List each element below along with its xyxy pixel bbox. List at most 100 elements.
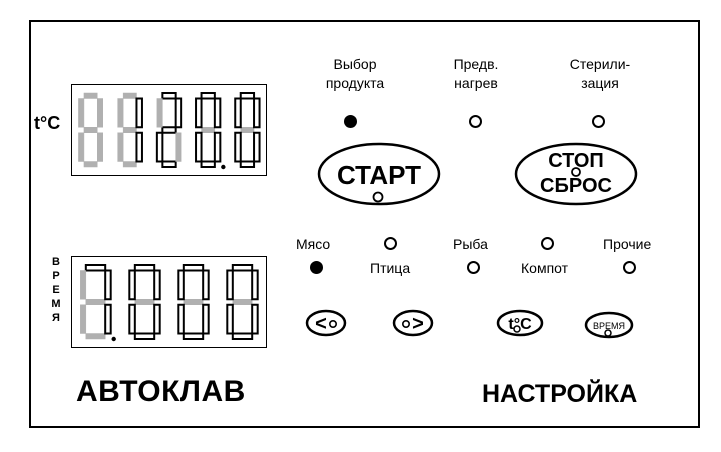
segment-a bbox=[133, 264, 156, 272]
segment-f bbox=[78, 98, 85, 128]
segment-d bbox=[239, 160, 256, 168]
product-fish-led bbox=[467, 261, 480, 274]
right-arrow-button[interactable]: > bbox=[391, 308, 435, 338]
segment-d bbox=[133, 332, 156, 340]
product-select-led bbox=[344, 115, 357, 128]
settings-title: НАСТРОЙКА bbox=[482, 380, 638, 408]
segment-e bbox=[177, 303, 185, 335]
product-fish-label: Рыба bbox=[453, 236, 488, 252]
sterilization-led bbox=[592, 115, 605, 128]
segment-d bbox=[182, 332, 205, 340]
segment-g bbox=[83, 127, 98, 133]
left-arrow-led bbox=[328, 320, 337, 329]
product-compote-label: Компот bbox=[521, 260, 569, 276]
product-meat-label: Мясо bbox=[296, 236, 331, 252]
temperature-set-led bbox=[513, 325, 521, 333]
segment-b bbox=[202, 269, 210, 301]
product-compote-led bbox=[541, 237, 554, 250]
segment-f bbox=[234, 97, 242, 129]
segment-a bbox=[161, 92, 177, 100]
time-vertical-label: В Р Е М Я bbox=[50, 255, 62, 325]
time-set-led bbox=[604, 329, 612, 337]
time-label-letter-1: В bbox=[52, 256, 60, 268]
segment-c bbox=[202, 303, 210, 335]
segment-c bbox=[104, 303, 112, 335]
autoclave-title: АВТОКЛАВ bbox=[76, 375, 246, 408]
segment-b bbox=[213, 97, 222, 129]
segment-e bbox=[234, 131, 242, 163]
time-set-button[interactable]: ВРЕМЯ bbox=[583, 310, 635, 340]
segment-b bbox=[97, 98, 104, 128]
segment-b bbox=[104, 269, 112, 301]
segment-c bbox=[251, 303, 259, 335]
segment-e bbox=[195, 131, 203, 163]
segment-b bbox=[135, 97, 143, 129]
segment-c bbox=[253, 131, 261, 163]
right-arrow-icon: > bbox=[412, 313, 424, 335]
left-arrow-button[interactable]: < bbox=[304, 308, 348, 338]
start-button[interactable]: СТАРТ bbox=[316, 140, 442, 210]
segment-a bbox=[83, 92, 98, 99]
time-set-label: ВРЕМЯ bbox=[593, 321, 625, 331]
segment-a bbox=[200, 92, 216, 100]
stop-reset-button[interactable]: СТОП СБРОС bbox=[512, 140, 642, 210]
product-meat-led bbox=[310, 261, 323, 274]
left-arrow-icon: < bbox=[315, 313, 327, 335]
stop-indicator-led bbox=[571, 167, 581, 177]
segment-g bbox=[122, 127, 137, 133]
segment-b bbox=[153, 269, 161, 301]
segment-f bbox=[195, 97, 203, 129]
preheat-led bbox=[469, 115, 482, 128]
segment-g bbox=[85, 299, 106, 305]
segment-e bbox=[226, 303, 234, 335]
segment-f bbox=[128, 269, 136, 301]
right-arrow-led bbox=[402, 320, 411, 329]
temperature-unit-label: t°C bbox=[34, 113, 61, 133]
segment-e bbox=[117, 132, 124, 162]
time-label-letter-2: Р bbox=[52, 270, 60, 282]
segment-e bbox=[128, 303, 136, 335]
segment-c bbox=[213, 131, 222, 163]
sterilization-label: Стерили- зация bbox=[569, 56, 631, 91]
segment-a bbox=[239, 92, 256, 100]
segment-d bbox=[231, 332, 254, 340]
segment-d bbox=[200, 160, 216, 168]
segment-g bbox=[240, 127, 255, 133]
segment-f bbox=[156, 98, 163, 128]
segment-c bbox=[175, 132, 182, 162]
product-other-led bbox=[623, 261, 636, 274]
product-poultry-led bbox=[384, 237, 397, 250]
segment-a bbox=[84, 264, 107, 272]
segment-c bbox=[135, 131, 143, 163]
segment-c bbox=[97, 132, 104, 162]
segment-g bbox=[232, 299, 253, 305]
preheat-label: Предв. нагрев bbox=[453, 56, 499, 91]
segment-e bbox=[78, 132, 85, 162]
segment-b bbox=[251, 269, 259, 301]
segment-a bbox=[182, 264, 205, 272]
time-label-letter-3: Е bbox=[52, 284, 60, 296]
segment-g bbox=[161, 126, 177, 134]
temperature-display bbox=[71, 84, 267, 176]
time-display bbox=[71, 256, 267, 348]
segment-g bbox=[201, 127, 216, 133]
segment-e bbox=[80, 304, 87, 334]
product-other-label: Прочие bbox=[603, 236, 652, 252]
time-label-letter-4: М bbox=[51, 298, 61, 310]
segment-g bbox=[134, 299, 155, 305]
control-panel bbox=[29, 20, 700, 428]
segment-a bbox=[231, 264, 254, 272]
segment-e bbox=[155, 131, 164, 163]
temperature-set-button[interactable]: t°C bbox=[495, 308, 545, 338]
reset-label: СБРОС bbox=[540, 175, 612, 197]
product-select-label: Выбор продукта bbox=[325, 56, 385, 91]
segment-g bbox=[183, 299, 204, 305]
start-indicator-led bbox=[372, 191, 384, 203]
segment-d bbox=[83, 161, 98, 168]
segment-c bbox=[153, 303, 161, 335]
segment-b bbox=[253, 97, 261, 129]
segment-f bbox=[177, 269, 185, 301]
start-button-label: СТАРТ bbox=[337, 160, 421, 190]
stop-label: СТОП bbox=[548, 150, 604, 172]
segment-d bbox=[161, 160, 177, 168]
